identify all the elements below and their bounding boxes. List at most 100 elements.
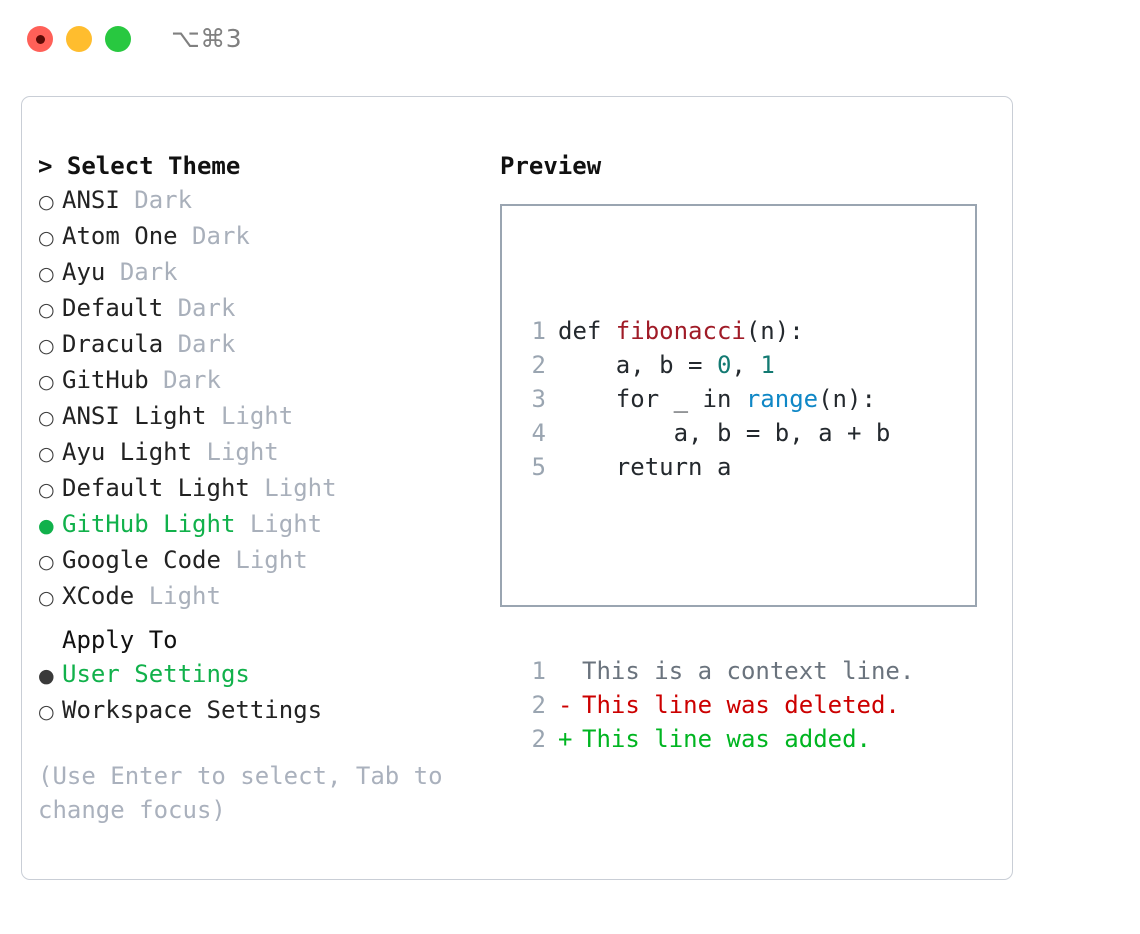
maximize-button-icon[interactable] (105, 26, 131, 52)
code-line: 2 a, b = 0, 1 (518, 348, 914, 382)
close-button-icon[interactable] (27, 26, 53, 52)
theme-kind-label: Dark (192, 222, 250, 250)
diff-line-ctx: 1 This is a context line. (518, 654, 915, 688)
theme-option-ayu-light[interactable]: ○Ayu Light Light (38, 435, 478, 471)
line-number: 2 (531, 691, 546, 719)
theme-name: Default Light (62, 474, 250, 502)
theme-name: Dracula (62, 330, 164, 358)
diff-line-text: This is a context line. (582, 657, 915, 685)
theme-option-atom-one[interactable]: ○ Atom One Dark (38, 219, 478, 255)
radio-selected-icon: ● (38, 515, 55, 537)
code-token-fn: fibonacci (615, 317, 746, 345)
theme-list: > Select Theme ○ANSI Dark○Atom One Dark○… (38, 149, 478, 615)
code-diff-separator (518, 552, 914, 586)
diff-line-body: This is a context line. (558, 654, 914, 688)
line-number: 4 (531, 419, 546, 447)
theme-option-github[interactable]: ○ GitHub Dark (38, 363, 478, 399)
code-token-plain: a, b = b, a + b (558, 419, 891, 447)
theme-option-default[interactable]: ○Default Dark (38, 291, 478, 327)
theme-name-kind-gap (105, 255, 119, 289)
theme-option-xcode[interactable]: ○ XCode Light (38, 579, 478, 615)
code-line-text: a, b = 0, 1 (558, 348, 775, 382)
radio-unselected-icon: ○ (38, 407, 55, 429)
line-number: 2 (531, 351, 546, 379)
theme-name: XCode (62, 582, 135, 610)
radio-unselected-icon: ○ (38, 335, 55, 357)
line-number: 1 (531, 317, 546, 345)
apply-to-header: Apply To (62, 626, 178, 654)
theme-name-kind-gap (221, 543, 235, 577)
theme-name-kind-gap (163, 291, 177, 325)
diff-marker (558, 654, 582, 688)
code-token-num: 0 (716, 351, 732, 379)
traffic-light-buttons (27, 26, 131, 52)
radio-unselected-icon: ○ (38, 299, 55, 321)
code-token-plain: for _ in (558, 385, 746, 413)
theme-kind-label: Dark (177, 294, 236, 322)
radio-unselected-icon: ○ (38, 479, 55, 501)
theme-option-ansi-light[interactable]: ○ANSI Light Light (38, 399, 478, 435)
diff-line-body: + This line was added. (558, 722, 871, 756)
theme-name-kind-gap (178, 219, 192, 253)
theme-options: ○ANSI Dark○Atom One Dark○Ayu Dark○Defaul… (38, 183, 478, 615)
code-line: 3 for _ in range(n): (518, 382, 914, 416)
theme-option-default-light[interactable]: ○Default Light Light (38, 471, 478, 507)
theme-kind-label: Light (220, 402, 294, 430)
theme-option-ayu[interactable]: ○Ayu Dark (38, 255, 478, 291)
radio-unselected-icon: ○ (38, 263, 55, 285)
theme-name-kind-gap (149, 363, 163, 397)
title-bar: ⌥⌘3 (0, 0, 1140, 78)
theme-name-kind-gap (207, 399, 221, 433)
code-token-plain: (n): (745, 317, 804, 345)
theme-kind-label: Dark (119, 258, 178, 286)
theme-name: Ayu Light (62, 438, 193, 466)
theme-kind-label: Light (249, 510, 323, 538)
theme-name: Atom One (62, 222, 178, 250)
radio-unselected-icon: ○ (38, 371, 55, 393)
apply-to-option-user-settings[interactable]: ●User Settings (38, 657, 478, 693)
theme-name-kind-gap (235, 507, 249, 541)
theme-name: GitHub (62, 366, 149, 394)
theme-kind-label: Light (235, 546, 308, 574)
theme-option-github-light[interactable]: ●GitHub Light Light (38, 507, 478, 543)
theme-kind-label: Light (206, 438, 279, 466)
theme-kind-label: Light (148, 582, 221, 610)
radio-unselected-icon: ○ (38, 587, 55, 609)
code-token-call: range (745, 385, 819, 413)
radio-unselected-icon: ○ (38, 191, 55, 213)
diff-marker: + (558, 725, 573, 753)
theme-name-kind-gap (134, 579, 148, 613)
line-number: 3 (531, 385, 546, 413)
keyboard-shortcut-label: ⌥⌘3 (171, 24, 243, 53)
theme-option-ansi[interactable]: ○ ANSI Dark (38, 183, 478, 219)
code-token-plain: , (731, 351, 761, 379)
theme-kind-label: Dark (134, 186, 193, 214)
code-line-text: def fibonacci(n): (558, 314, 804, 348)
theme-name: ANSI (62, 186, 120, 214)
diff-line-del: 2-This line was deleted. (518, 688, 914, 722)
theme-list-header: > Select Theme (38, 152, 241, 180)
diff-line-body: -This line was deleted. (558, 688, 900, 722)
theme-option-google-code[interactable]: ○Google Code Light (38, 543, 478, 579)
diff-line-text: This line was added. (582, 725, 871, 753)
theme-name-kind-gap (120, 183, 134, 217)
preview-title: Preview (500, 152, 602, 180)
apply-to-option-workspace-settings[interactable]: ○Workspace Settings (38, 693, 478, 729)
theme-name-kind-gap (192, 435, 206, 469)
apply-to-label: Workspace Settings (62, 696, 323, 724)
radio-unselected-icon: ○ (38, 227, 55, 249)
diff-marker: - (558, 691, 573, 719)
apply-to-section: Apply To ●User Settings○Workspace Settin… (38, 623, 478, 729)
theme-name-kind-gap (163, 327, 177, 361)
diff-line-text: This line was deleted. (582, 691, 900, 719)
theme-option-dracula[interactable]: ○Dracula Dark (38, 327, 478, 363)
minimize-button-icon[interactable] (66, 26, 92, 52)
theme-kind-label: Dark (163, 366, 221, 394)
code-line: 5 return a (518, 450, 914, 484)
apply-to-options: ●User Settings○Workspace Settings (38, 657, 478, 729)
code-line-text: a, b = b, a + b (558, 416, 891, 450)
